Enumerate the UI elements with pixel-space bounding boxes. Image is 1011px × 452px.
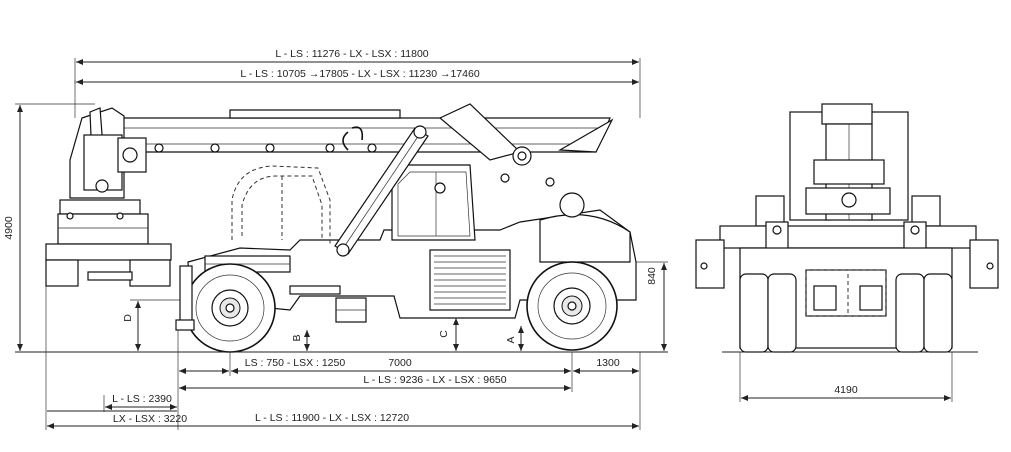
- dim-wheelbase: 7000: [388, 357, 412, 369]
- dim-height: 4900: [3, 216, 15, 240]
- boom: [99, 109, 611, 153]
- lift-cylinder: [334, 103, 614, 257]
- dim-overall-top: L - LS : 11276 - LX - LSX : 11800: [275, 48, 428, 60]
- label-d: D: [122, 314, 134, 322]
- dim-spreader-height: 840: [646, 267, 658, 285]
- dim-lx-lsx-3220: LX - LSX : 3220: [113, 413, 187, 425]
- side-view: [15, 103, 668, 353]
- chassis: [187, 209, 637, 323]
- dim-overall-bottom: L - LS : 11900 - LX - LSX : 12720: [255, 412, 409, 424]
- rear-wheel: [526, 261, 618, 351]
- label-b: B: [291, 334, 303, 341]
- label-c: C: [438, 330, 450, 338]
- dim-ls-range: L - LS : 9236 - LX - LSX : 9650: [363, 374, 506, 386]
- cabin-alt-position: [231, 165, 331, 246]
- side-dimensions: L - LS : 11276 - LX - LSX : 11800 L - LS…: [3, 48, 668, 430]
- cabin: [391, 164, 476, 241]
- label-a: A: [505, 336, 517, 343]
- dim-ls-lsx: LS : 750 - LSX : 1250: [245, 357, 346, 369]
- front-view: 4190: [695, 103, 999, 402]
- spreader: [45, 107, 172, 287]
- dim-rear-overhang: 1300: [596, 357, 620, 369]
- dim-boom-range: L - LS : 10705 →17805 - LX - LSX : 11230…: [240, 68, 479, 80]
- dim-width: 4190: [834, 384, 858, 396]
- dim-l-ls-2390: L - LS : 2390: [112, 393, 172, 405]
- front-wheel: [184, 263, 276, 353]
